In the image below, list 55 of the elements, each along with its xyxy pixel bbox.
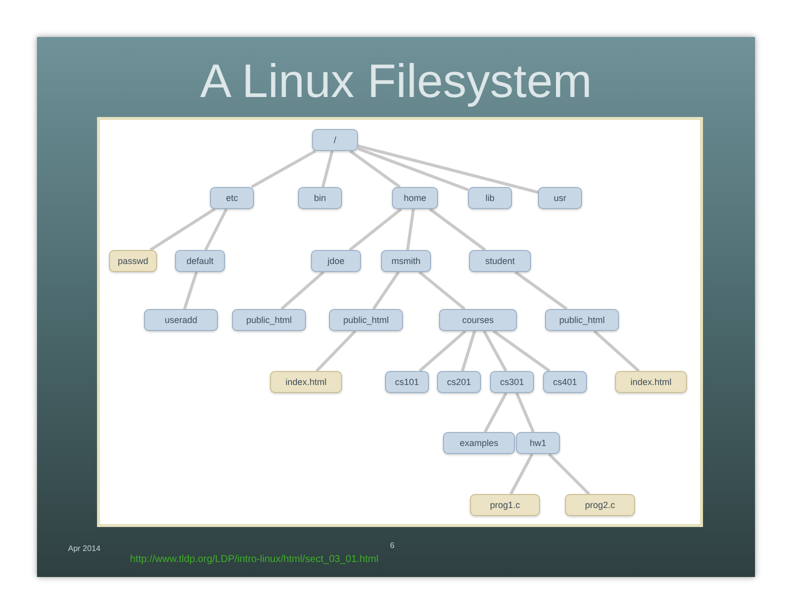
directory-box: etc xyxy=(210,187,254,209)
connector-line xyxy=(349,150,401,188)
file-box: index.html xyxy=(615,371,687,393)
connector-line xyxy=(492,330,550,372)
directory-box: msmith xyxy=(381,250,431,272)
directory-box: student xyxy=(469,250,531,272)
connector-line xyxy=(418,330,466,372)
date-label: Apr 2014 xyxy=(68,544,100,553)
connector-line xyxy=(250,150,316,188)
connector-line xyxy=(204,208,228,251)
directory-box: examples xyxy=(443,432,515,454)
connector-line xyxy=(358,144,538,194)
connector-line xyxy=(484,392,508,433)
directory-box: lib xyxy=(468,187,512,209)
connector-line xyxy=(357,147,469,192)
directory-box: useradd xyxy=(144,309,218,331)
directory-box: default xyxy=(175,250,225,272)
connector-line xyxy=(515,392,535,433)
source-link: http://www.tldp.org/LDP/intro-linux/html/sect_03_01.html xyxy=(130,554,378,565)
directory-box: cs201 xyxy=(437,371,481,393)
file-box: prog2.c xyxy=(565,494,635,516)
file-box: index.html xyxy=(270,371,342,393)
connector-line xyxy=(316,330,356,372)
connector-line xyxy=(593,330,640,372)
connector-line xyxy=(348,208,402,252)
directory-box: hw1 xyxy=(516,432,560,454)
connector-line xyxy=(482,330,508,372)
connector-line xyxy=(406,208,415,250)
directory-box: cs401 xyxy=(543,371,587,393)
file-box: passwd xyxy=(109,250,157,272)
page-number: 6 xyxy=(390,541,394,550)
connector-line xyxy=(372,271,400,310)
connector-line xyxy=(510,453,534,495)
directory-box: cs101 xyxy=(385,371,429,393)
directory-box: home xyxy=(392,187,438,209)
directory-box: public_html xyxy=(232,309,306,331)
file-box: prog1.c xyxy=(470,494,540,516)
connector-line xyxy=(460,330,476,372)
connector-line xyxy=(418,270,466,310)
connector-line xyxy=(428,208,486,252)
directory-box: cs301 xyxy=(490,371,534,393)
directory-box: public_html xyxy=(329,309,403,331)
directory-box: usr xyxy=(538,187,582,209)
slide-title: A Linux Filesystem xyxy=(199,54,593,108)
connector-line xyxy=(280,270,324,310)
directory-box: public_html xyxy=(545,309,619,331)
connector-line xyxy=(321,150,334,188)
directory-box: jdoe xyxy=(311,250,361,272)
directory-box: bin xyxy=(298,187,342,209)
directory-box: courses xyxy=(439,309,517,331)
connector-line xyxy=(149,208,216,252)
connector-line xyxy=(183,272,198,310)
directory-box: / xyxy=(312,129,358,151)
connector-line xyxy=(548,452,590,496)
connector-line xyxy=(514,270,568,310)
